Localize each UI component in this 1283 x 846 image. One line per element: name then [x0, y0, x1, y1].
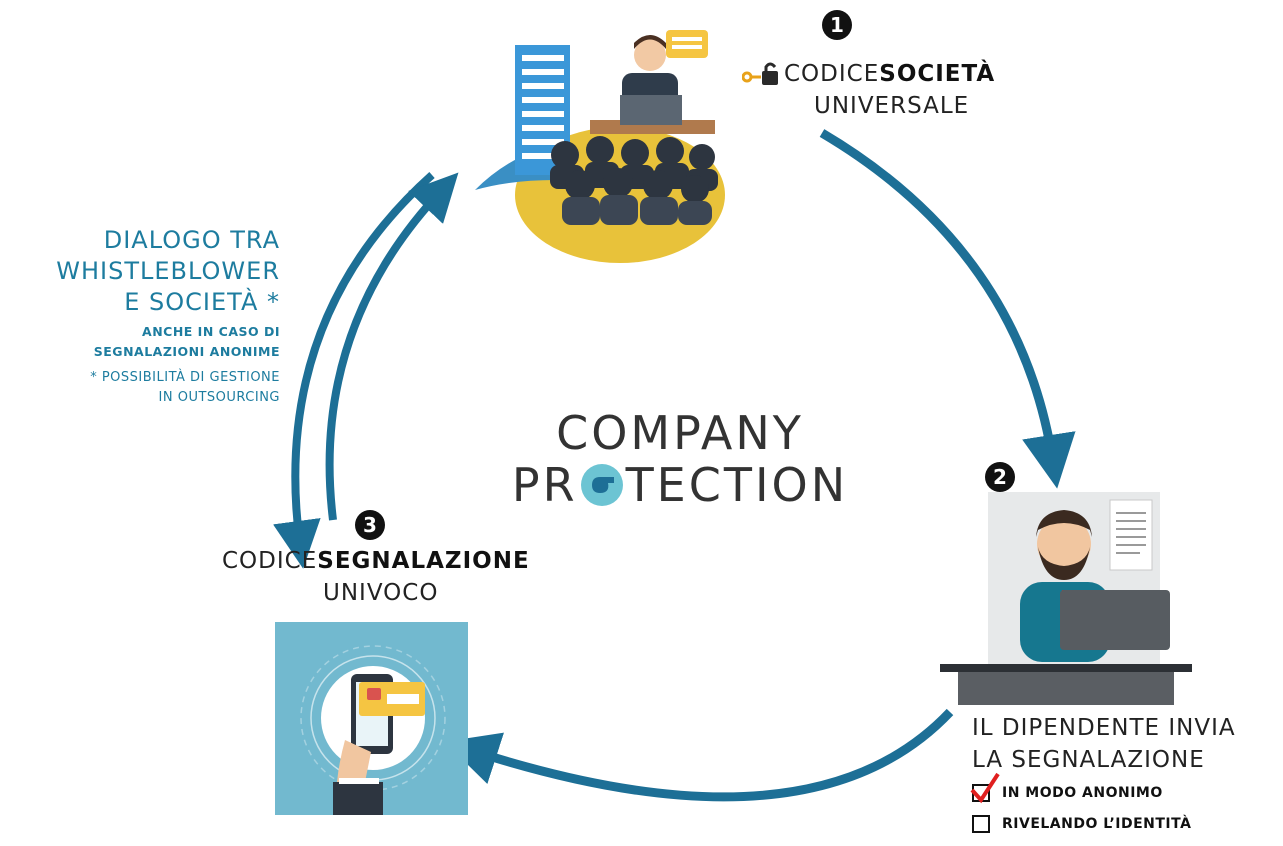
dialog-line-3: E SOCIETÀ * — [124, 288, 280, 316]
phone-illustration — [275, 622, 468, 815]
step-3-unique: UNIVOCO — [323, 580, 439, 606]
dialog-block: DIALOGO TRA WHISTLEBLOWER E SOCIETÀ * AN… — [0, 225, 280, 408]
arrow-dialog-up — [325, 172, 459, 521]
audience-icon — [550, 136, 718, 225]
arrow-step1-to-step2 — [819, 129, 1076, 489]
step-1-badge: 1 — [822, 10, 852, 40]
option-identity: RIVELANDO L’IDENTITÀ — [972, 812, 1282, 836]
step-2-line-2: LA SEGNALAZIONE — [972, 747, 1205, 773]
step-1-code-bold: SOCIETÀ — [879, 61, 996, 87]
company-illustration — [470, 25, 770, 265]
padlock-key-icon — [741, 61, 780, 87]
arrow-dialog-down — [273, 172, 435, 569]
option-anonymous-label: IN MODO ANONIMO — [1002, 785, 1163, 801]
speaker-icon — [590, 30, 715, 134]
step-2-badge: 2 — [985, 462, 1015, 492]
step-3-code-bold: SEGNALAZIONE — [317, 548, 530, 574]
dialog-note-2: SEGNALAZIONI ANONIME — [93, 344, 280, 359]
step-1-universal: UNIVERSALE — [814, 93, 970, 119]
step-3-badge: 3 — [355, 510, 385, 540]
whistle-icon — [580, 463, 624, 507]
dialog-note-1: ANCHE IN CASO DI — [142, 324, 280, 339]
checkbox-empty-icon — [972, 815, 990, 833]
brand-logo: COMPANY PR TECTION — [505, 408, 855, 512]
step-3-label: CODICESEGNALAZIONE UNIVOCO — [222, 545, 582, 609]
brand-line-2-a: PR — [511, 458, 578, 512]
step-2-label: IL DIPENDENTE INVIA LA SEGNALAZIONE IN M… — [970, 712, 1282, 836]
brand-line-2-b: TECTION — [625, 458, 849, 512]
option-anonymous: IN MODO ANONIMO — [970, 772, 1282, 806]
checkbox-checked-icon — [970, 772, 1000, 804]
dialog-foot-1: * POSSIBILITÀ DI GESTIONE — [90, 370, 280, 385]
step-1-code-light: CODICE — [784, 61, 880, 87]
dialog-foot-2: IN OUTSOURCING — [158, 390, 280, 405]
arrow-step2-to-step3 — [444, 708, 954, 802]
brand-line-1: COMPANY — [556, 406, 804, 460]
employee-illustration — [940, 492, 1192, 705]
dialog-line-2: WHISTLEBLOWER — [56, 257, 280, 285]
dialog-line-1: DIALOGO TRA — [103, 226, 280, 254]
step-3-code-light: CODICE — [222, 548, 318, 574]
option-identity-label: RIVELANDO L’IDENTITÀ — [1002, 816, 1192, 832]
step-2-line-1: IL DIPENDENTE INVIA — [972, 715, 1236, 741]
